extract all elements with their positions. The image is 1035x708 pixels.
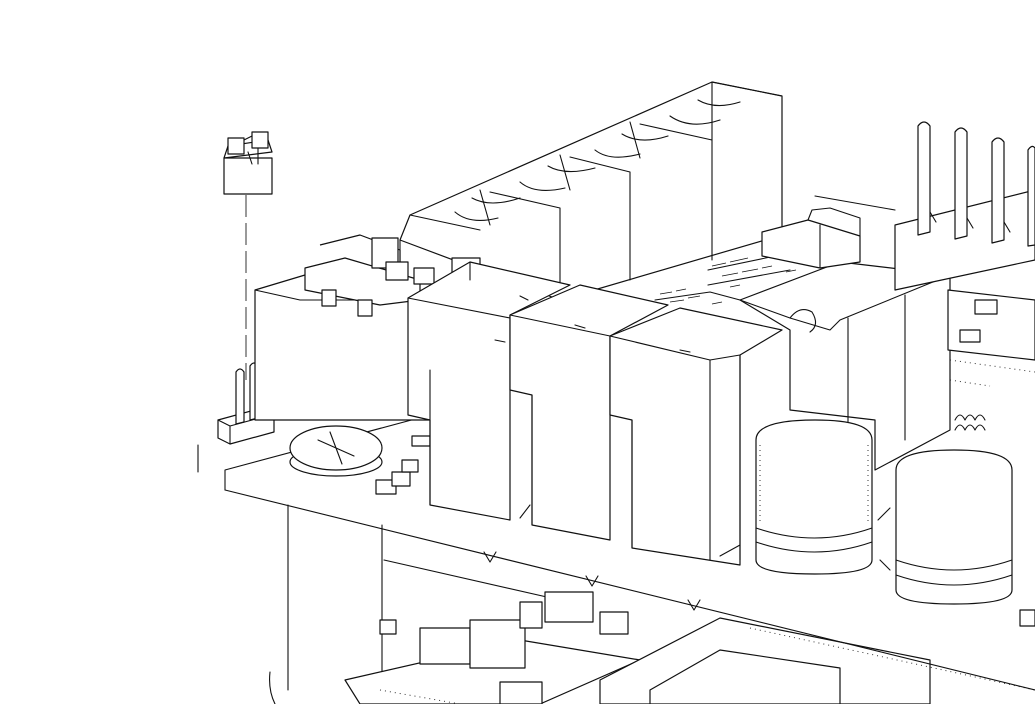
capacitor-2 (895, 449, 1013, 605)
relay-3 (609, 307, 783, 566)
jumper-cap (223, 131, 273, 380)
relay-2 (509, 284, 669, 541)
capacitor-1 (755, 419, 873, 575)
tall-pin-header (814, 121, 1035, 291)
screw-head (289, 425, 383, 477)
right-edge-components (877, 289, 1035, 627)
relay-label-print (659, 257, 797, 305)
small-connector (761, 207, 861, 269)
terminal-block-row (399, 81, 783, 301)
relay-4 (654, 254, 951, 471)
relay-1 (407, 261, 571, 521)
lower-board (269, 504, 1035, 705)
